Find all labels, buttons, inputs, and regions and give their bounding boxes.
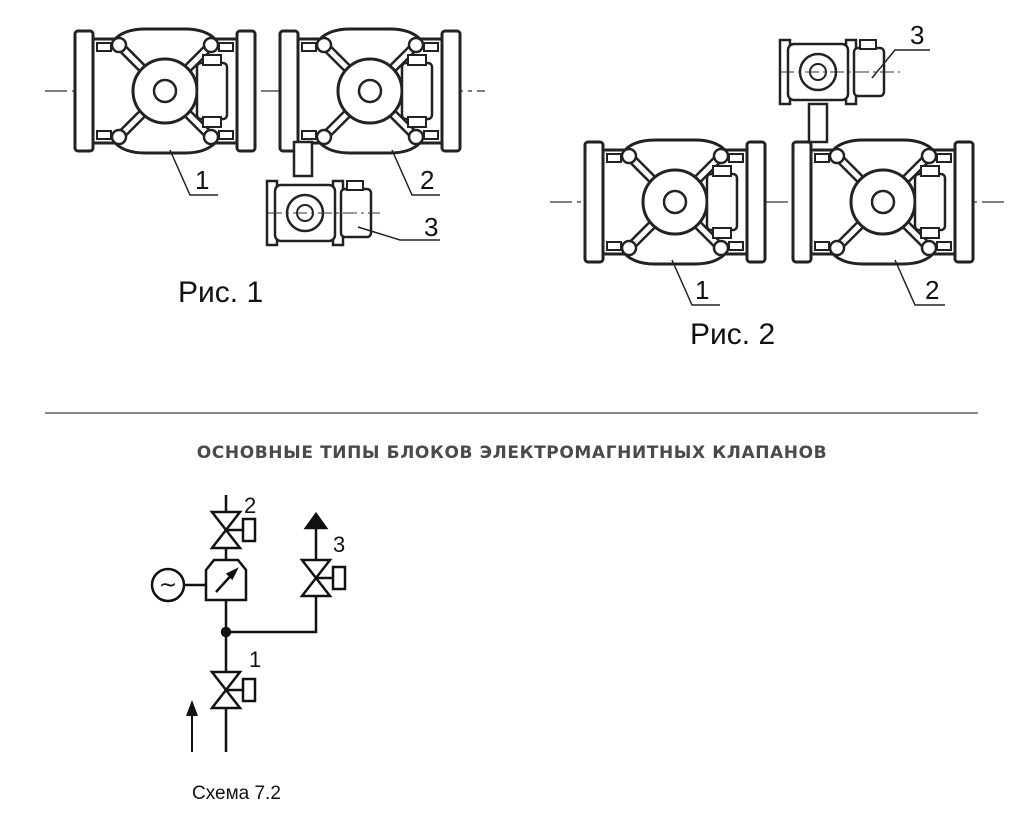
valve-2-symbol: [209, 510, 243, 533]
valve-3-actuator: [331, 565, 347, 591]
valve-2-actuator: [241, 517, 257, 543]
leader-line: [169, 149, 218, 196]
schema-label-3: 3: [333, 532, 345, 557]
valve-2: [280, 29, 460, 153]
label-3: 3: [910, 20, 924, 50]
branch-pipe: [807, 102, 829, 144]
label-3: 3: [424, 212, 438, 242]
schema-7-2: [150, 495, 347, 752]
valve-1: [75, 29, 255, 153]
schema-caption: Схема 7.2: [192, 783, 281, 804]
figure-2: 1 2 3 Рис. 2: [550, 20, 1005, 351]
label-1: 1: [195, 165, 209, 195]
figure-1-caption: Рис. 1: [178, 276, 263, 309]
label-2: 2: [420, 165, 434, 195]
valve-3-symbol: [299, 558, 333, 581]
leader-line: [871, 49, 930, 79]
figure-1: 1 2 3 Рис. 1: [45, 29, 485, 309]
motor-symbol: [150, 567, 186, 603]
figure-2-caption: Рис. 2: [690, 318, 775, 351]
schema-label-2: 2: [244, 493, 256, 518]
arrow-up-icon: [303, 511, 329, 530]
leader-line: [357, 226, 440, 241]
section-heading: ОСНОВНЫЕ ТИПЫ БЛОКОВ ЭЛЕКТРОМАГНИТНЫХ КЛ…: [197, 443, 828, 463]
branch-pipe: [292, 140, 314, 178]
motor-glyph: ~: [159, 573, 177, 598]
junction-dot: [220, 626, 232, 638]
valve-1: [585, 140, 765, 264]
leader-line: [391, 149, 440, 196]
leader-line: [894, 259, 945, 306]
label-2: 2: [925, 275, 939, 305]
arrow-up-icon: [186, 700, 198, 716]
schema-label-1: 1: [249, 647, 261, 672]
label-1: 1: [695, 275, 709, 305]
valve-1-actuator: [241, 677, 257, 703]
valve-2: [793, 140, 973, 264]
valve-1-symbol: [209, 670, 243, 693]
leader-line: [671, 259, 720, 306]
